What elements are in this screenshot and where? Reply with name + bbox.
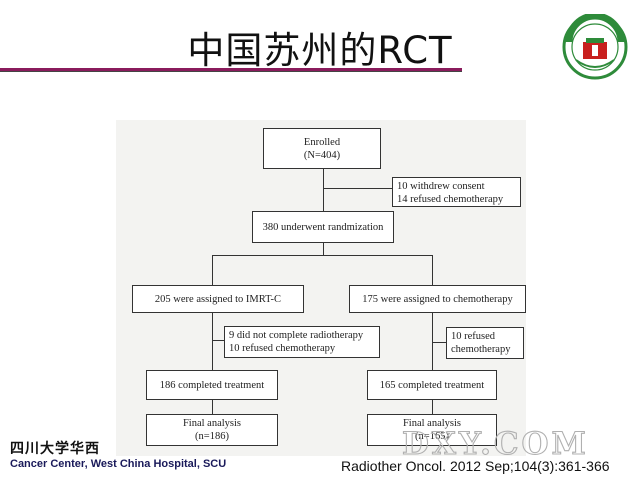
enrolled-label: Enrolled (303, 136, 341, 148)
connector-line (323, 169, 324, 211)
connector-line (323, 188, 392, 189)
final-analysis-label: Final analysis (402, 418, 462, 429)
connector-line (432, 255, 433, 285)
title-underline (0, 68, 462, 71)
slide-title: 中国苏州的RCT (187, 29, 453, 72)
connector-line (212, 340, 224, 341)
hospital-name-cn: 四川大学华西 (10, 441, 100, 457)
connector-line (323, 243, 324, 255)
title-underline-shadow (0, 71, 462, 72)
chemo-arm-text: 175 were assigned to chemotherapy (362, 293, 513, 305)
randomization-text: 380 underwent randmization (262, 221, 384, 233)
incomplete-radiotherapy-text: 9 did not complete radiotherapy (229, 330, 364, 341)
connector-line (432, 400, 433, 414)
dxy-watermark: DXY.COM (401, 425, 589, 461)
watermark-text: DXY.COM (402, 426, 589, 461)
final-analysis-count: (n=186) (195, 431, 229, 442)
imrt-c-final-analysis-box: Final analysis (n=186) (146, 414, 278, 446)
connector-line (212, 255, 213, 285)
citation: Radiother Oncol. 2012 Sep;104(3):361-366 (341, 458, 610, 474)
imrt-c-arm-box: 205 were assigned to IMRT-C (132, 285, 304, 313)
chemo-completed-text: 165 completed treatment (379, 379, 485, 391)
imrt-c-completed-text: 186 completed treatment (159, 379, 265, 391)
imrt-c-completed-box: 186 completed treatment (146, 370, 278, 400)
refused-chemo-text: 10 refused chemotherapy (229, 343, 336, 354)
chemo-completed-box: 165 completed treatment (367, 370, 497, 400)
enrolled-box: Enrolled (N=404) (263, 128, 381, 169)
connector-line (212, 255, 432, 256)
enrolled-count: (N=404) (303, 149, 341, 161)
chemo-arm-box: 175 were assigned to chemotherapy (349, 285, 526, 313)
imrt-c-exclusion-box: 9 did not complete radiotherapy 10 refus… (224, 326, 380, 358)
refused-chemo-text: 14 refused chemotherapy (397, 194, 504, 205)
chemotherapy-text: chemotherapy (451, 344, 511, 355)
refused-text: 10 refused (451, 331, 496, 342)
university-logo-icon (562, 14, 628, 80)
imrt-c-arm-text: 205 were assigned to IMRT-C (154, 293, 282, 305)
connector-line (212, 313, 213, 370)
consort-flowchart: Enrolled (N=404) 10 withdrew consent 14 … (116, 120, 526, 456)
connector-line (212, 400, 213, 414)
final-analysis-label: Final analysis (182, 418, 242, 429)
connector-line (432, 342, 446, 343)
hospital-name-en: Cancer Center, West China Hospital, SCU (10, 458, 227, 470)
withdrew-consent-text: 10 withdrew consent (397, 181, 485, 192)
exclusion-box-enrollment: 10 withdrew consent 14 refused chemother… (392, 177, 521, 207)
randomization-box: 380 underwent randmization (252, 211, 394, 243)
chemo-final-analysis-box: Final analysis (n=165) (367, 414, 497, 446)
chemo-exclusion-box: 10 refused chemotherapy (446, 327, 524, 359)
final-analysis-count: (n=165) (415, 431, 449, 442)
connector-line (432, 313, 433, 370)
